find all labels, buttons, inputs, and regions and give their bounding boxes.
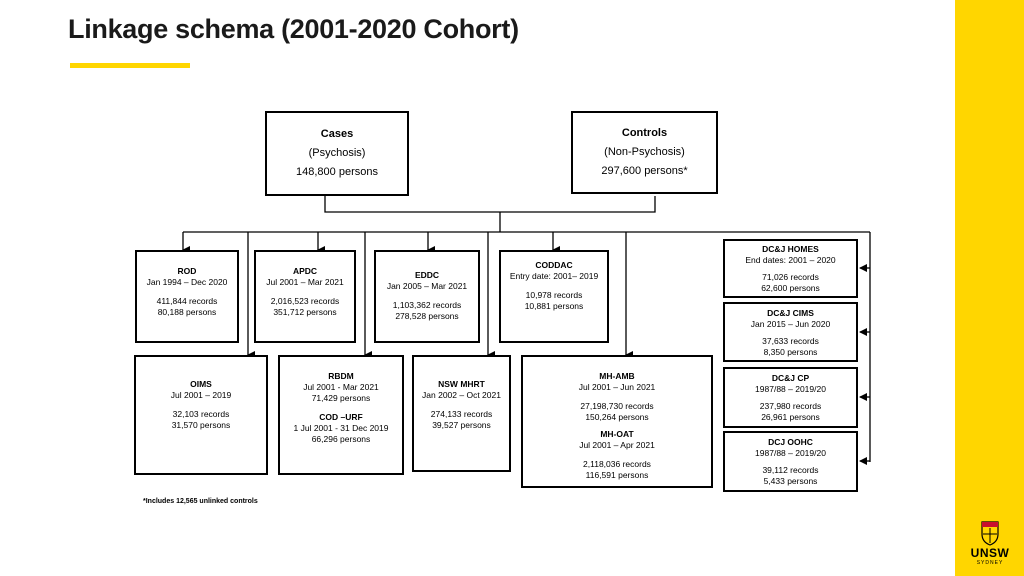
- title-underline: [70, 63, 190, 68]
- dataset-period: Entry date: 2001– 2019: [509, 271, 599, 281]
- logo-subtext: SYDNEY: [976, 560, 1004, 566]
- dataset-records: 71,026 records: [762, 272, 819, 282]
- cases-subtitle: (Psychosis): [308, 147, 366, 159]
- dataset-period: Jan 2005 – Mar 2021: [386, 281, 468, 291]
- dataset-persons-2: 66,296 persons: [311, 434, 371, 444]
- dataset-period-2: 1 Jul 2001 - 31 Dec 2019: [293, 423, 389, 433]
- mh-amb-oat-box: MH-AMB Jul 2001 – Jun 2021 27,198,730 re…: [521, 355, 713, 488]
- footnote: *Includes 12,565 unlinked controls: [143, 498, 258, 505]
- dataset-name: DC&J HOMES: [762, 244, 819, 254]
- yellow-sidebar: [955, 0, 1024, 576]
- page-title: Linkage schema (2001-2020 Cohort): [68, 14, 519, 44]
- dcj-cims-box: DC&J CIMS Jan 2015 – Jun 2020 37,633 rec…: [723, 302, 858, 362]
- logo-text: UNSW: [970, 546, 1010, 560]
- oims-box: OIMS Jul 2001 – 2019 32,103 records 31,5…: [134, 355, 268, 475]
- cases-title: Cases: [320, 128, 354, 140]
- unsw-logo: UNSW SYDNEY: [963, 520, 1017, 576]
- dataset-records: 37,633 records: [762, 336, 819, 346]
- dataset-name: NSW MHRT: [438, 379, 485, 389]
- dcj-cp-box: DC&J CP 1987/88 – 2019/20 237,980 record…: [723, 367, 858, 428]
- dataset-persons: 31,570 persons: [171, 420, 231, 430]
- dataset-name: DCJ OOHC: [768, 437, 813, 447]
- dataset-period: 1987/88 – 2019/20: [755, 448, 826, 458]
- rod-box: ROD Jan 1994 – Dec 2020 411,844 records …: [135, 250, 239, 343]
- dataset-persons: 80,188 persons: [157, 307, 217, 317]
- dataset-persons: 26,961 persons: [761, 412, 820, 422]
- dataset-period-2: Jul 2001 – Apr 2021: [579, 440, 655, 450]
- eddc-box: EDDC Jan 2005 – Mar 2021 1,103,362 recor…: [374, 250, 480, 343]
- nsw-mhrt-box: NSW MHRT Jan 2002 – Oct 2021 274,133 rec…: [412, 355, 511, 472]
- dataset-records: 2,016,523 records: [270, 296, 340, 306]
- dataset-period: Jul 2001 – Mar 2021: [266, 277, 344, 287]
- dataset-period: Jan 2002 – Oct 2021: [422, 390, 501, 400]
- dataset-name: DC&J CP: [771, 373, 810, 383]
- dataset-records: 274,133 records: [430, 409, 493, 419]
- dataset-name: MH-AMB: [599, 371, 635, 381]
- dataset-persons: 351,712 persons: [273, 307, 337, 317]
- controls-count: 297,600 persons*: [601, 165, 688, 177]
- dcj-homes-box: DC&J HOMES End dates: 2001 – 2020 71,026…: [723, 239, 858, 298]
- controls-box: Controls (Non-Psychosis) 297,600 persons…: [571, 111, 718, 194]
- dataset-persons: 10,881 persons: [524, 301, 584, 311]
- coddac-box: CODDAC Entry date: 2001– 2019 10,978 rec…: [499, 250, 609, 343]
- dataset-name: OIMS: [190, 379, 212, 389]
- dataset-persons: 8,350 persons: [763, 347, 818, 357]
- dataset-records: 1,103,362 records: [392, 300, 462, 310]
- cases-box: Cases (Psychosis) 148,800 persons: [265, 111, 409, 196]
- dataset-persons: 150,264 persons: [585, 412, 649, 422]
- dataset-period: End dates: 2001 – 2020: [745, 255, 836, 265]
- dataset-period: Jul 2001 – Jun 2021: [578, 382, 656, 392]
- dataset-persons-2: 116,591 persons: [585, 470, 649, 480]
- dataset-period: 1987/88 – 2019/20: [755, 384, 826, 394]
- cases-count: 148,800 persons: [296, 166, 378, 178]
- dataset-persons: 5,433 persons: [763, 476, 818, 486]
- connector-lines: [182, 196, 871, 465]
- dataset-name: APDC: [292, 266, 318, 276]
- dataset-name: ROD: [177, 266, 197, 276]
- dataset-records-2: 2,118,036 records: [583, 459, 651, 469]
- dataset-records: 39,112 records: [762, 465, 819, 475]
- controls-subtitle: (Non-Psychosis): [604, 146, 685, 158]
- dataset-persons: 39,527 persons: [432, 420, 491, 430]
- dataset-records: 27,198,730 records: [580, 401, 654, 411]
- dataset-name: CODDAC: [535, 260, 573, 270]
- controls-title: Controls: [621, 127, 668, 139]
- dataset-name: RBDM: [328, 371, 354, 381]
- dataset-records: 32,103 records: [172, 409, 230, 419]
- rbdm-cod-box: RBDM Jul 2001 - Mar 2021 71,429 persons …: [278, 355, 404, 475]
- unsw-crest-icon: [981, 521, 999, 546]
- dataset-name-2: COD –URF: [319, 412, 363, 422]
- dataset-records: 10,978 records: [525, 290, 583, 300]
- dataset-period: Jul 2001 – 2019: [170, 390, 232, 400]
- dataset-persons: 278,528 persons: [395, 311, 459, 321]
- dataset-persons: 71,429 persons: [311, 393, 371, 403]
- dataset-period: Jan 1994 – Dec 2020: [146, 277, 228, 287]
- dataset-records: 237,980 records: [759, 401, 822, 411]
- dataset-name-2: MH-OAT: [600, 429, 634, 439]
- dataset-persons: 62,600 persons: [761, 283, 820, 293]
- dataset-period: Jul 2001 - Mar 2021: [303, 382, 379, 392]
- dataset-name: DC&J CIMS: [767, 308, 814, 318]
- dataset-records: 411,844 records: [156, 296, 218, 306]
- dataset-name: EDDC: [414, 270, 440, 280]
- dataset-period: Jan 2015 – Jun 2020: [750, 319, 831, 329]
- apdc-box: APDC Jul 2001 – Mar 2021 2,016,523 recor…: [254, 250, 356, 343]
- dcj-oohc-box: DCJ OOHC 1987/88 – 2019/20 39,112 record…: [723, 431, 858, 492]
